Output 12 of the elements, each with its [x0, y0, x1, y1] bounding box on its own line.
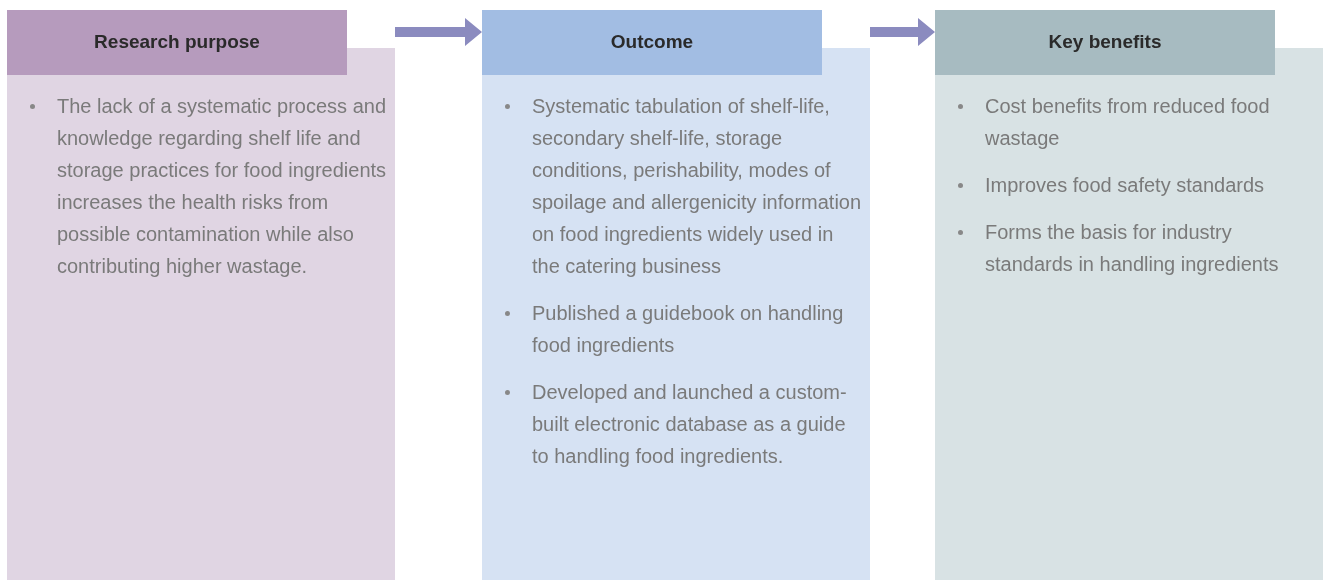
bullet-text: Cost benefits from reduced food wastage — [985, 94, 1271, 151]
bullet-text: Published a guidebook on handling food ingredients — [532, 301, 845, 358]
bullet-text: Forms the basis for industry standards in handling ingredients — [985, 220, 1280, 277]
bullet-text: Systematic tabulation of shelf-life, secondary shelf-life, storage conditions, perishability, modes of spoilage and allergenicity information on food ingredients widely used in the catering business — [532, 94, 863, 279]
column-header: Outcome — [482, 10, 822, 75]
column-header: Research purpose — [7, 10, 347, 75]
bullet-text: The lack of a systematic process and knowledge regarding shelf life and storage practices for food ingredients increases the health risks from possible contamination while also contributing higher wastage. — [57, 94, 388, 279]
column-header: Key benefits — [935, 10, 1275, 75]
arrow — [870, 18, 935, 46]
arrow — [395, 18, 482, 46]
bullet-text: Improves food safety standards — [985, 173, 1265, 198]
bullet-text: Developed and launched a custom-built electronic database as a guide to handling food ingredients. — [532, 380, 848, 469]
